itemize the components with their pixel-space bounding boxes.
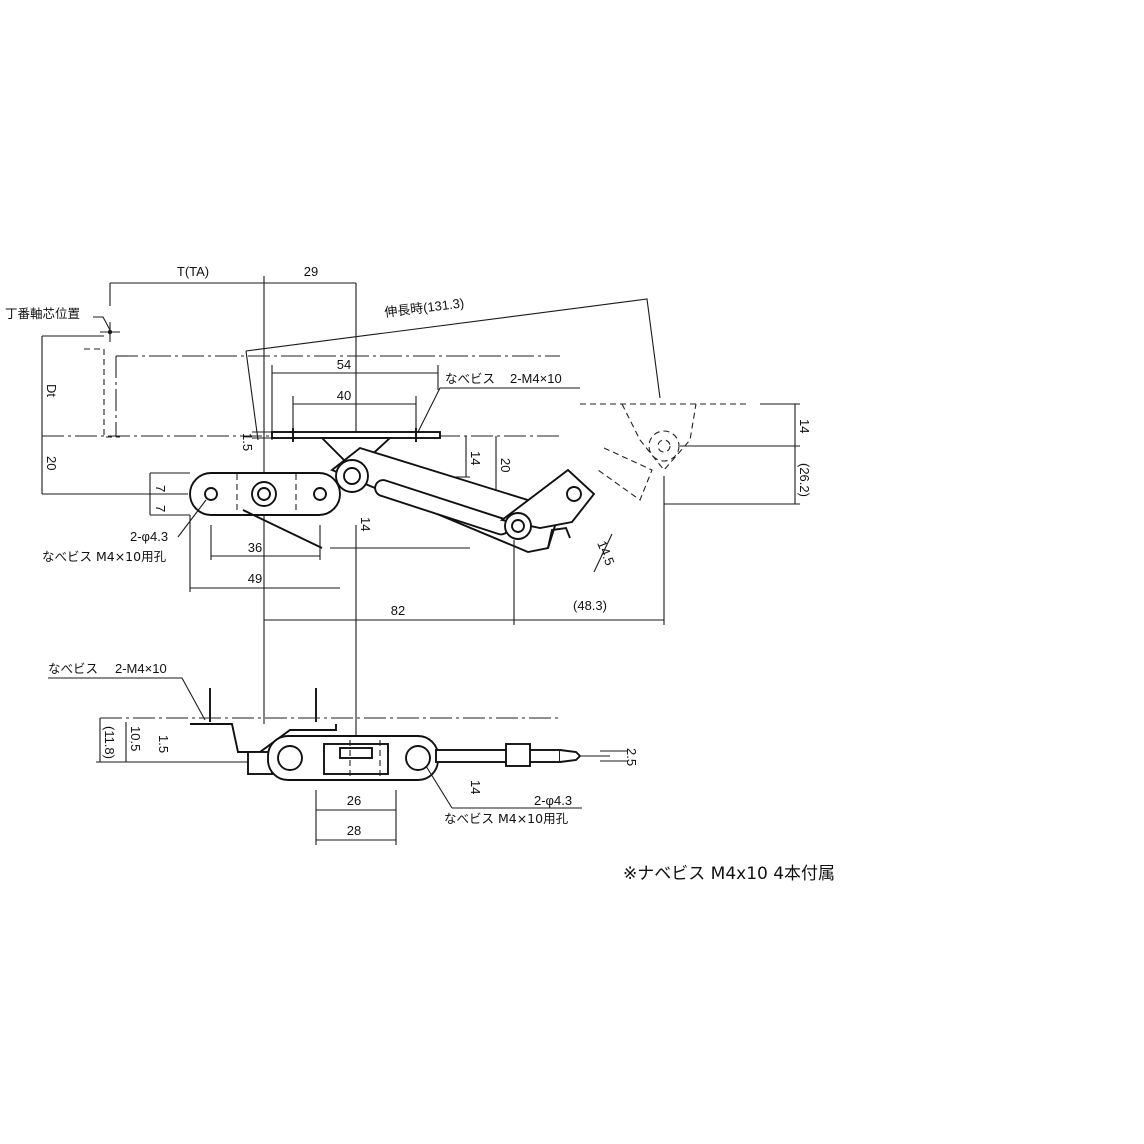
dim-48-3: (48.3): [573, 598, 607, 613]
screw-spec-side: 2-M4×10: [115, 661, 167, 676]
dim-t-ta: T(TA): [177, 264, 209, 279]
dim-dt: Dt: [44, 384, 59, 397]
label-pivot-axis: 丁番軸芯位置: [5, 306, 80, 321]
dim-54: 54: [337, 357, 351, 372]
dim-14-top: 14: [468, 451, 483, 465]
dim-2-5: 2.5: [624, 748, 639, 766]
dim-26-2: (26.2): [797, 463, 812, 497]
dim-49: 49: [248, 571, 262, 586]
dim-14-side: 14: [468, 780, 483, 794]
side-hole-label-2: なべビス M4×10用孔: [444, 811, 569, 826]
footnote: ※ナベビス M4x10 4本付属: [623, 864, 835, 884]
hole-leader: [177, 499, 207, 538]
dim-28: 28: [347, 823, 361, 838]
side-pivot-1: [277, 745, 303, 771]
dim-36: 36: [248, 540, 262, 555]
dim-82: 82: [391, 603, 405, 618]
screw-label-top: なべビス: [445, 371, 495, 386]
door-phantom: [84, 348, 120, 438]
arm-hook: [547, 526, 571, 549]
hole-label-2: なべビス M4×10用孔: [42, 549, 167, 564]
ext-arm-phantom: [597, 447, 653, 501]
dim-14-mid: 14: [358, 517, 373, 531]
hole-label-1: 2-φ4.3: [130, 529, 168, 544]
extended-length-ext: [245, 350, 259, 441]
side-hole-label-1: 2-φ4.3: [534, 793, 572, 808]
side-arm: [435, 749, 561, 763]
dim-extended: 伸長時(131.3): [384, 295, 465, 320]
side-center-slot: [339, 747, 373, 759]
side-hole-leader: [425, 765, 453, 809]
dim-10-5: 10.5: [128, 726, 143, 751]
base-pivot-inner: [257, 487, 271, 501]
dim-7b: 7: [153, 505, 168, 512]
second-arm-hole: [566, 486, 582, 502]
pivot-leader: [93, 316, 111, 331]
dim-11-8: (11.8): [102, 726, 117, 759]
ext-pivot-phantom-inner: [657, 439, 671, 453]
dim-line-14-5: [593, 533, 613, 573]
dim-26: 26: [347, 793, 361, 808]
dim-1-5-side: 1.5: [156, 735, 171, 753]
side-arm-block: [505, 743, 531, 767]
ext-pivot-phantom-outer: [648, 430, 680, 462]
dim-29: 29: [304, 264, 318, 279]
second-arm-pivot-inner: [511, 519, 525, 533]
side-arm-tip: [559, 749, 582, 763]
second-arm: [499, 468, 596, 529]
base-hole-left: [204, 487, 218, 501]
top-view: T(TA) 29 伸長時(131.3) 丁番軸芯位置 Dt 20 54 40: [5, 264, 812, 625]
dim-40: 40: [337, 388, 351, 403]
screw-spec-top: 2-M4×10: [510, 371, 562, 386]
side-view: なべビス 2-M4×10 (11.8) 10.5 1.5 2.5 1: [48, 625, 639, 845]
dim-1-5-top: 1.5: [240, 433, 255, 451]
base-hole-right: [313, 487, 327, 501]
screw-label-side: なべビス: [48, 661, 98, 676]
screw-leader-side: [48, 677, 206, 721]
screw-leader-top: [417, 387, 580, 433]
dim-20-mid: 20: [498, 458, 513, 472]
ext-bracket-phantom: [621, 403, 697, 471]
arm-pivot-inner: [343, 467, 361, 485]
base-arm-stub: [242, 509, 323, 549]
extended-length-line: [245, 298, 661, 399]
dim-20-left: 20: [44, 456, 59, 470]
dim-7a: 7: [153, 485, 168, 492]
side-pivot-2: [405, 745, 431, 771]
dim-14-right: 14: [797, 419, 812, 433]
